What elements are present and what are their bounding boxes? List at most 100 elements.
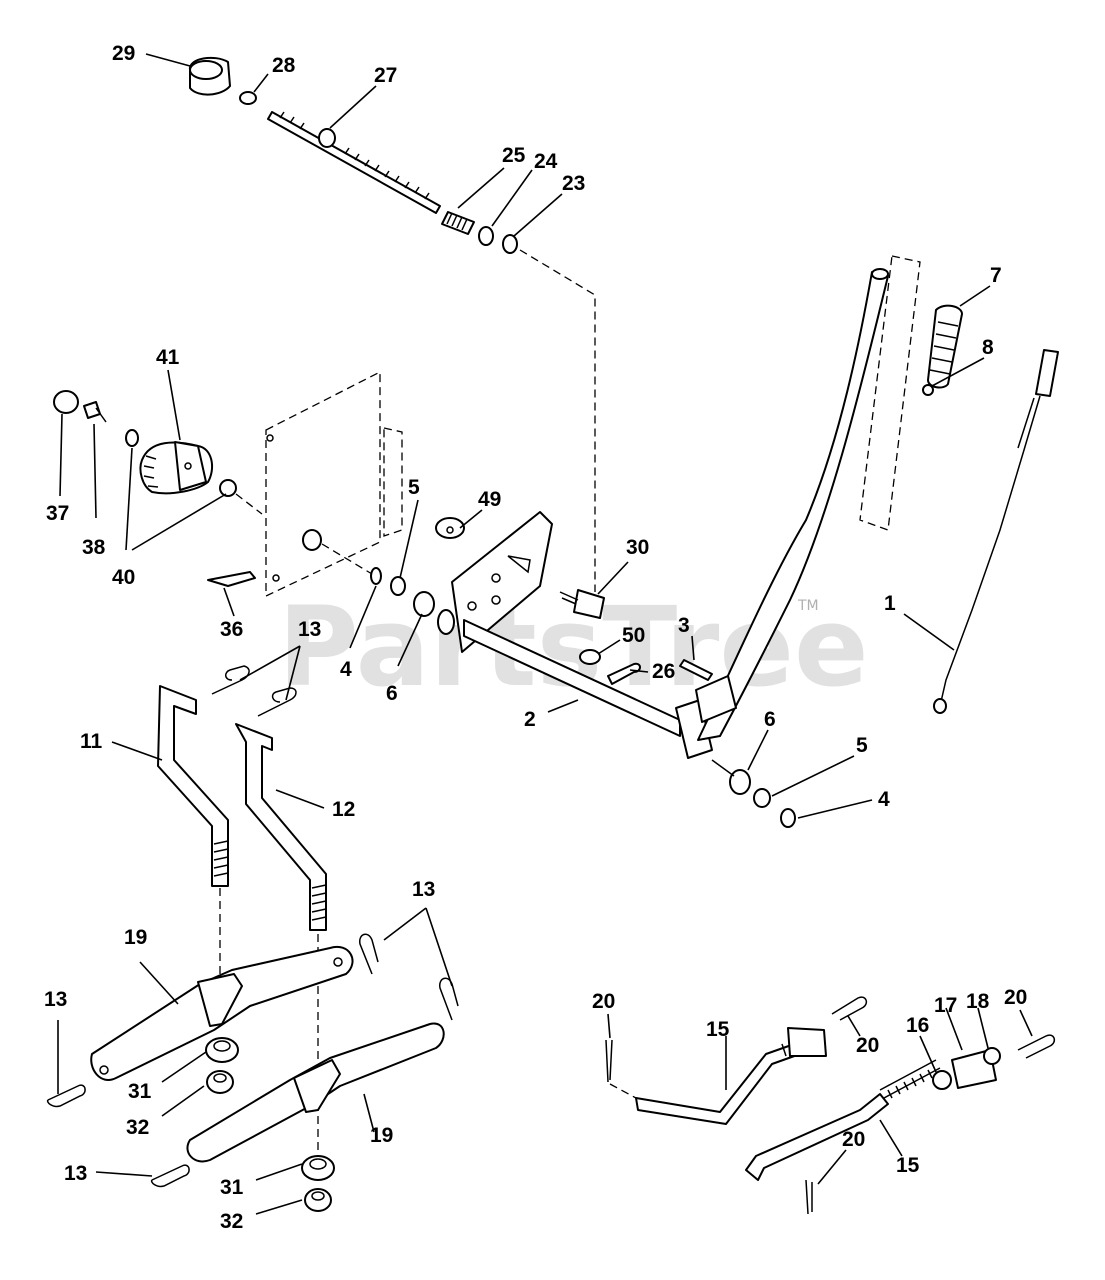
part-17-swivel-upper: [787, 1027, 827, 1057]
part-18-washer: [983, 1047, 1001, 1065]
callout-3: 3: [678, 614, 690, 637]
callout-30: 30: [626, 536, 649, 559]
part-11-link-rod: [157, 685, 229, 887]
part-5-washer-right: [753, 788, 771, 808]
callout-15-lower: 15: [896, 1154, 920, 1177]
callout-13-b: 13: [412, 878, 435, 901]
callout-23: 23: [562, 172, 585, 195]
part-27-rod: [267, 111, 441, 214]
callouts: 29 28 27 25 24 23 7 8 41 37 38 40 5 49 3…: [44, 42, 1027, 1233]
callout-15-upper: 15: [706, 1018, 730, 1041]
callout-6-upper: 6: [386, 682, 398, 705]
callout-38: 38: [82, 536, 106, 559]
callout-49: 49: [478, 488, 501, 511]
part-13-clip-f: [150, 1164, 190, 1188]
callout-4-right: 4: [878, 788, 890, 811]
callout-31-upper: 31: [128, 1080, 152, 1103]
callout-5-right: 5: [856, 734, 868, 757]
callout-20-b: 20: [856, 1034, 879, 1057]
callout-25: 25: [502, 144, 526, 167]
callout-26: 26: [652, 660, 675, 683]
part-24-washer: [478, 226, 494, 246]
part-32-nut-lower: [304, 1188, 332, 1212]
part-12-link-rod: [235, 723, 327, 931]
callout-13-d: 13: [64, 1162, 87, 1185]
callout-20-c: 20: [1004, 986, 1027, 1009]
callout-29: 29: [112, 42, 135, 65]
callout-17: 17: [934, 994, 957, 1017]
part-13-clip-d: [439, 977, 459, 1021]
callout-20-d: 20: [842, 1128, 865, 1151]
part-23-washer: [502, 234, 518, 254]
part-40-washer-a: [125, 429, 139, 447]
callout-7: 7: [990, 264, 1002, 287]
part-19-arm-upper: [90, 945, 354, 1081]
part-13-clip-c: [359, 933, 379, 975]
callout-18: 18: [966, 990, 990, 1013]
part-5-washer-left: [390, 576, 406, 596]
part-26-pin: [607, 662, 641, 685]
callout-13-c: 13: [44, 988, 67, 1011]
callout-50: 50: [622, 624, 645, 647]
part-13-clip-a: [211, 665, 250, 695]
part-1-rod: [933, 349, 1059, 714]
callout-6-right: 6: [764, 708, 776, 731]
watermark-tm: TM: [797, 598, 819, 614]
part-2-lever-arm: [695, 268, 889, 741]
part-13-clip-e: [46, 1084, 86, 1108]
callout-12: 12: [332, 798, 355, 821]
part-6-bushing-left: [413, 591, 435, 617]
part-30-swivel: [559, 589, 605, 619]
part-4-clip-left: [370, 567, 382, 585]
bracket-plate: [265, 370, 403, 598]
callout-36: 36: [220, 618, 243, 641]
part-20-pin-d: [805, 1179, 813, 1215]
part-25-spring: [441, 211, 475, 235]
callout-32-lower: 32: [220, 1210, 243, 1233]
callout-27: 27: [374, 64, 397, 87]
part-29-knob: [189, 56, 231, 96]
callout-8: 8: [982, 336, 994, 359]
part-16-nut: [932, 1070, 952, 1090]
part-40-washer-b: [219, 479, 237, 497]
callout-28: 28: [272, 54, 296, 77]
part-15-rod-lower: [745, 1059, 941, 1181]
part-20-clip-b: [831, 996, 868, 1021]
callout-1: 1: [884, 592, 896, 615]
callout-2: 2: [524, 708, 536, 731]
callout-4-upper: 4: [340, 658, 352, 681]
callout-16: 16: [906, 1014, 929, 1037]
part-31-bushing-lower: [301, 1155, 335, 1181]
part-3-pin: [679, 659, 713, 681]
callout-32-upper: 32: [126, 1116, 149, 1139]
callout-5-upper: 5: [408, 476, 420, 499]
part-49-bushing: [435, 517, 465, 539]
part-37-ring: [53, 390, 79, 414]
part-31-bushing-upper: [205, 1037, 239, 1063]
part-2-shaft-plate: [437, 511, 713, 759]
part-28-washer: [239, 91, 257, 105]
part-7-grip: [927, 304, 963, 389]
part-8-nut: [922, 384, 934, 396]
part-50-nut: [579, 649, 601, 665]
part-4-clip-right: [780, 808, 796, 828]
part-13-clip-b: [257, 687, 297, 717]
part-32-nut-upper: [206, 1070, 234, 1094]
part-20-clip-c: [1017, 1034, 1056, 1059]
callout-24: 24: [534, 150, 558, 173]
callout-20-a: 20: [592, 990, 615, 1013]
callout-40: 40: [112, 566, 135, 589]
callout-31-lower: 31: [220, 1176, 244, 1199]
part-20-pin-a: [605, 1039, 613, 1083]
part-41-control-knob: [139, 441, 214, 495]
callout-13-a: 13: [298, 618, 321, 641]
part-38-screw: [83, 401, 107, 423]
part-15-rod-upper: [635, 1039, 803, 1125]
callout-41: 41: [156, 346, 180, 369]
part-6-bushing-right: [729, 769, 751, 795]
callout-19-upper: 19: [124, 926, 147, 949]
callout-11: 11: [80, 730, 103, 753]
part-19-arm-lower: [186, 1022, 445, 1163]
leader-lines: [57, 53, 1033, 1215]
